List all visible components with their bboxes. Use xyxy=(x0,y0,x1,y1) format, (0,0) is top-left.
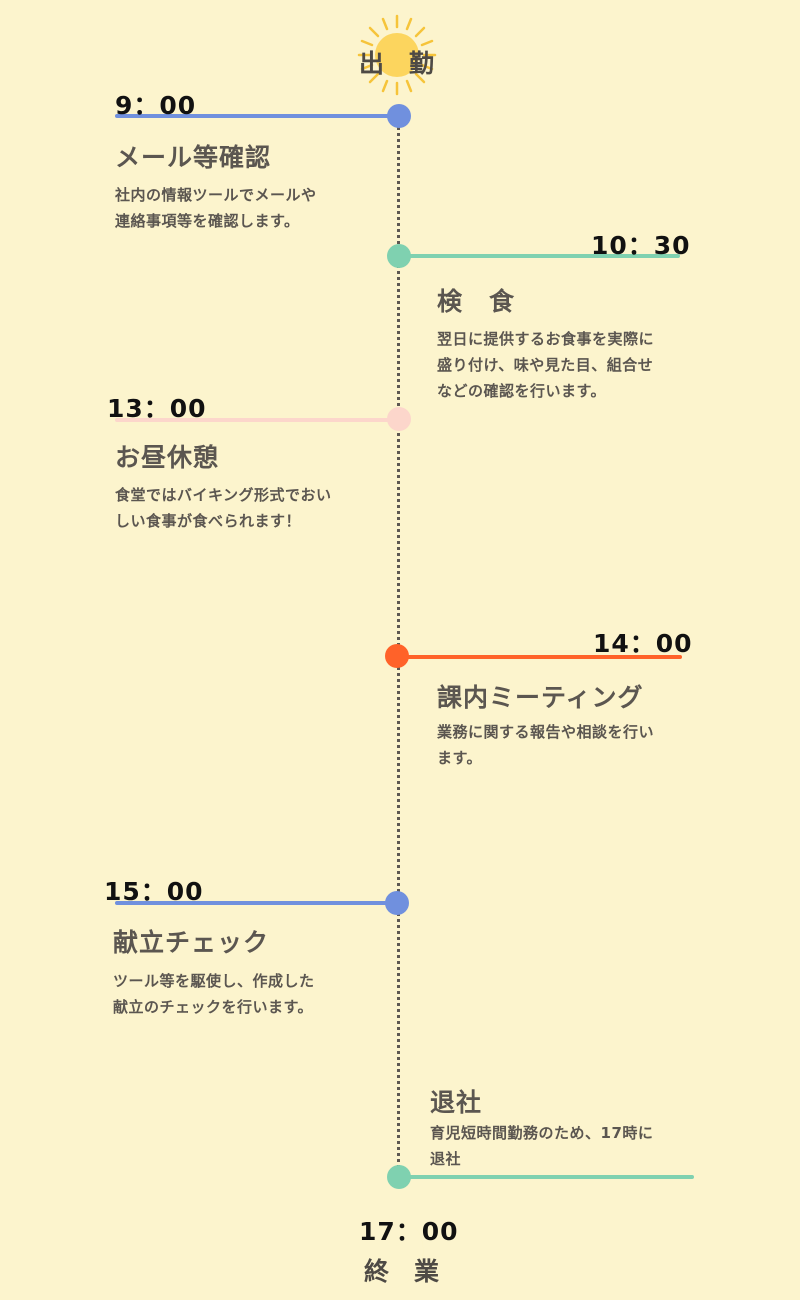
time-label: 9：00 xyxy=(115,91,197,120)
time-marker-dot xyxy=(387,407,411,431)
time-marker-dot xyxy=(387,244,411,268)
time-marker-line xyxy=(398,655,682,659)
item-title: 献立チェック xyxy=(113,928,270,957)
start-label: 出 勤 xyxy=(359,49,435,78)
time-marker-dot xyxy=(387,1165,411,1189)
end-label: 終 業 xyxy=(364,1257,440,1286)
item-description: 食堂ではバイキング形式でおい しい食事が食べられます！ xyxy=(115,486,332,530)
item-description: 翌日に提供するお食事を実際に 盛り付け、味や見た目、組合せ などの確認を行います… xyxy=(437,330,655,400)
item-description: 業務に関する報告や相談を行い ます。 xyxy=(437,723,655,767)
time-label: 10：30 xyxy=(591,231,691,260)
time-marker-dot xyxy=(387,104,411,128)
item-description: 社内の情報ツールでメールや 連絡事項等を確認します。 xyxy=(115,186,317,230)
time-marker-line xyxy=(398,254,680,258)
time-label: 13：00 xyxy=(107,394,207,423)
end-time-label: 17：00 xyxy=(359,1217,459,1246)
item-description: 育児短時間勤務のため、17時に 退社 xyxy=(430,1124,654,1168)
sun-icon xyxy=(357,14,437,96)
time-label: 14：00 xyxy=(593,629,693,658)
time-marker-dot xyxy=(385,891,409,915)
time-marker-dot xyxy=(385,644,409,668)
time-marker-line xyxy=(398,1175,694,1179)
time-label: 15：00 xyxy=(104,877,204,906)
time-marker-line xyxy=(115,114,400,118)
item-title: メール等確認 xyxy=(115,143,272,172)
item-title: 検 食 xyxy=(437,287,516,316)
time-marker-line xyxy=(115,418,400,422)
item-title: お昼休憩 xyxy=(115,443,220,472)
time-marker-line xyxy=(115,901,400,905)
item-description: ツール等を駆使し、作成した 献立のチェックを行います。 xyxy=(113,972,315,1016)
item-title: 退社 xyxy=(430,1088,483,1117)
item-title: 課内ミーティング xyxy=(437,683,644,712)
